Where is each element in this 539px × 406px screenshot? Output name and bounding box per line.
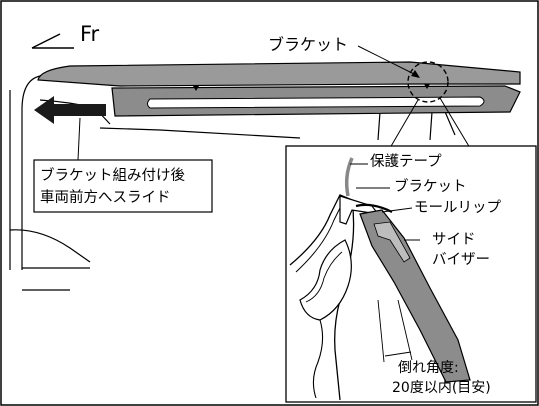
callout-connector-2 bbox=[439, 97, 471, 149]
detail-inset: 保護テープ ブラケット モールリップ サイド バイザー 倒れ角度: 20度以内(… bbox=[285, 145, 537, 403]
callout-connector bbox=[389, 99, 419, 149]
tilt-angle-label-1: 倒れ角度: bbox=[398, 360, 459, 376]
bracket-callout-circle bbox=[407, 61, 449, 103]
molding-lip bbox=[355, 203, 393, 213]
bracket-detail-label: ブラケット bbox=[394, 177, 467, 195]
bracket-marker-2 bbox=[424, 84, 430, 89]
slide-note-line2: 車両前方へスライド bbox=[40, 189, 171, 206]
slide-instruction-box: ブラケット組み付け後 車両前方へスライド bbox=[33, 159, 213, 213]
protective-tape bbox=[344, 157, 354, 197]
bracket-leader-top bbox=[357, 45, 419, 77]
body-panel-section bbox=[289, 194, 355, 401]
visor-cross-section bbox=[359, 209, 471, 383]
bracket-marker-1 bbox=[193, 86, 199, 91]
tilt-guide-line-1 bbox=[377, 299, 385, 363]
side-visor-label-2: バイザー bbox=[432, 251, 490, 268]
side-visor-label-1: サイド bbox=[432, 232, 476, 248]
slide-direction-arrow bbox=[34, 96, 106, 124]
tilt-arrow-line bbox=[384, 351, 412, 357]
slide-note-leader bbox=[77, 117, 81, 161]
tilt-angle-label-2: 20度以内(目安) bbox=[392, 380, 491, 396]
front-direction-label: Fr bbox=[80, 22, 100, 46]
side-visor bbox=[111, 85, 521, 117]
protective-tape-label: 保護テープ bbox=[370, 153, 442, 170]
front-direction-indicator: Fr bbox=[31, 22, 100, 49]
tilt-guide-line-2 bbox=[397, 299, 413, 361]
molding-lip-label: モールリップ bbox=[414, 199, 501, 216]
slide-note-line1: ブラケット組み付け後 bbox=[40, 166, 185, 184]
roof-panel bbox=[37, 61, 521, 87]
bracket-label-top: ブラケット bbox=[268, 35, 348, 54]
bracket-leader-arrowhead bbox=[411, 70, 420, 78]
